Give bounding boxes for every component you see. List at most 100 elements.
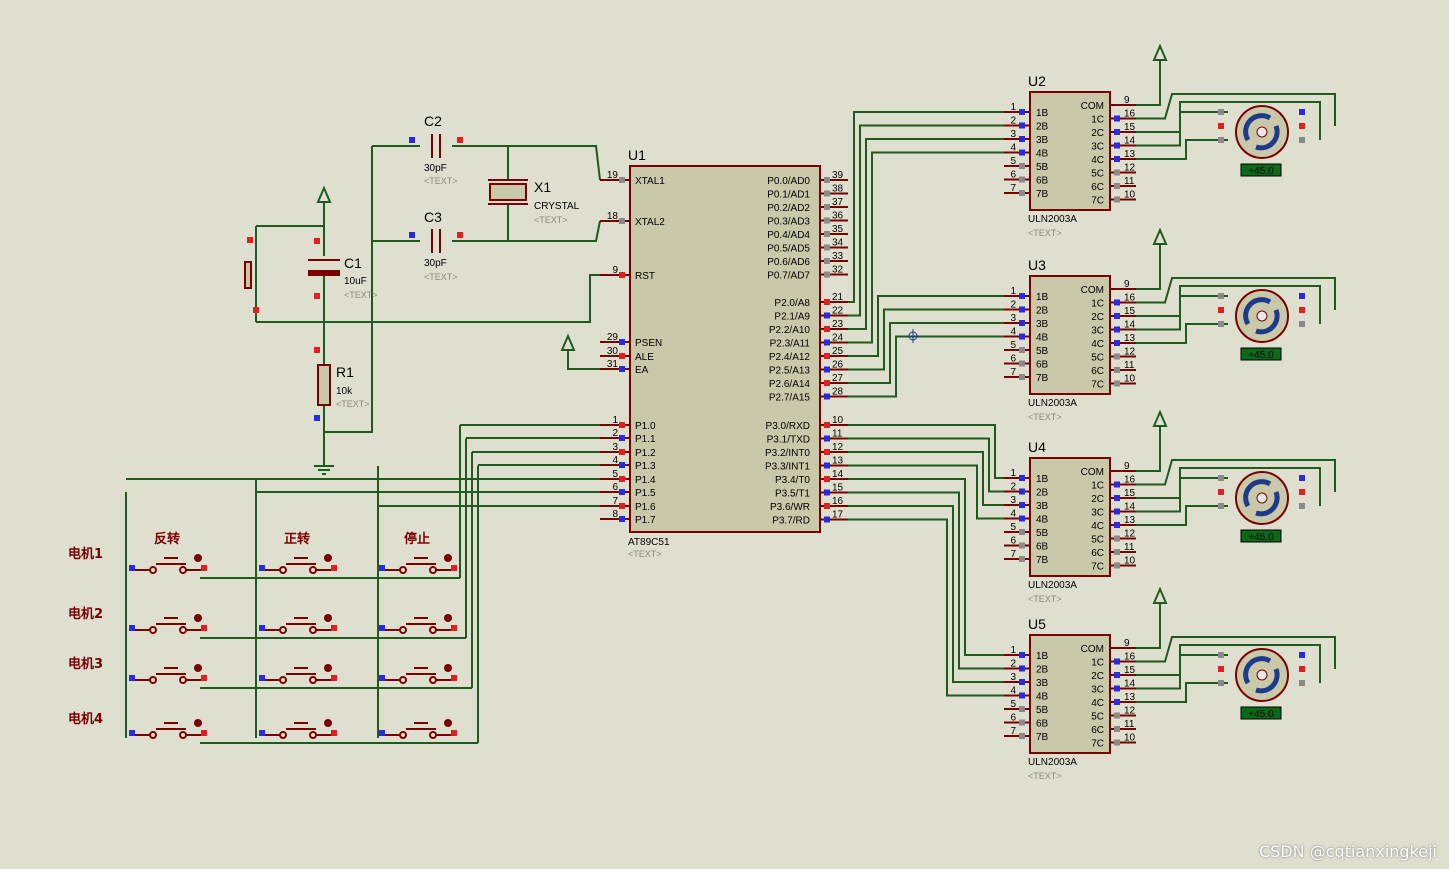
driver-pin-name: 3B <box>1036 135 1049 146</box>
driver-pin-name: 6C <box>1091 548 1104 559</box>
mcu-pin-name: P2.7/A15 <box>769 393 811 404</box>
motor-rotor-icon <box>1255 491 1280 517</box>
keypad-column-label: 停止 <box>404 531 430 547</box>
mcu-pin-name: P1.7 <box>635 515 656 526</box>
r1-value: 10k <box>336 386 353 397</box>
driver-pin-number: 10 <box>1124 556 1136 567</box>
key-contact <box>149 566 157 574</box>
pin-marker <box>457 137 463 143</box>
driver-pin-marker <box>1114 685 1120 692</box>
mcu-pin-number: 29 <box>607 332 619 343</box>
driver-pin-number: 4 <box>1010 686 1016 697</box>
key-contact <box>309 731 317 739</box>
mcu-pin-name: XTAL2 <box>635 217 665 228</box>
p3-to-u4-wire <box>848 437 1004 493</box>
driver-pin-name: 1C <box>1091 481 1104 492</box>
key-pin-marker <box>331 625 337 631</box>
driver-pin-marker <box>1019 320 1025 326</box>
driver-pin-marker <box>1019 719 1025 726</box>
key-contact <box>149 731 157 739</box>
driver-pin-marker <box>1019 692 1025 699</box>
driver-pin-number: 9 <box>1124 638 1130 649</box>
driver-pin-name: 6C <box>1091 725 1104 736</box>
mcu-pin-marker <box>619 272 625 278</box>
mcu-pin-marker <box>824 462 830 469</box>
mcu-pin-marker <box>824 312 830 319</box>
mcu-pin-number: 13 <box>832 456 844 467</box>
mcu-pin-name: P0.3/AD3 <box>767 217 810 228</box>
keypad-row-label: 电机2 <box>68 606 103 622</box>
motor-readout: +45.0 <box>1248 709 1274 720</box>
driver-pin-name: 2C <box>1091 494 1104 505</box>
driver-pin-number: 7 <box>1010 726 1016 737</box>
cap-ground-wire <box>324 146 373 433</box>
key-pin-marker <box>331 565 337 571</box>
key-contact <box>309 626 317 634</box>
key-pin-marker <box>451 565 457 571</box>
wires <box>125 60 1336 744</box>
mcu-pin-number: 35 <box>832 224 844 235</box>
mcu-pin-marker <box>824 503 830 509</box>
pin-marker <box>314 293 320 299</box>
driver-pin-number: 3 <box>1010 495 1016 506</box>
mcu-pin-number: 22 <box>832 306 844 317</box>
key-contact <box>429 676 437 684</box>
p3-to-u5-wire <box>848 518 1004 697</box>
mcu-pin-marker <box>619 177 625 183</box>
driver-pin-name: 3C <box>1091 508 1104 519</box>
key-pin-marker <box>259 675 265 681</box>
pin-marker <box>314 347 320 353</box>
motor-readout-box <box>1240 706 1282 720</box>
driver-pin-marker <box>1019 475 1025 481</box>
driver-pin-number: 11 <box>1124 360 1135 371</box>
driver-pin-name: 3C <box>1091 142 1104 153</box>
mcu-pin-name: P0.4/AD4 <box>767 230 810 241</box>
key-pin-marker <box>451 675 457 681</box>
mcu-pin-marker <box>824 380 830 386</box>
motor-rotor-icon <box>1243 656 1272 685</box>
mcu-pin-name: P2.3/A11 <box>770 339 811 350</box>
motor-pin-marker <box>1218 666 1224 672</box>
driver-text: <TEXT> <box>1028 771 1062 781</box>
ea-wire <box>567 358 600 370</box>
mcu-pin-marker <box>824 271 830 278</box>
driver-body <box>1029 91 1111 211</box>
key-led-icon <box>194 664 202 672</box>
pin-marker <box>253 307 259 313</box>
pin-marker <box>314 238 320 244</box>
motor-readout-box <box>1240 529 1282 543</box>
mcu-pin-number: 4 <box>612 455 618 466</box>
motor-coil-wire <box>1136 139 1228 160</box>
mcu-pin-marker <box>619 422 625 428</box>
driver-pin-marker <box>1114 156 1120 162</box>
key-pin-marker <box>259 565 265 571</box>
driver-pin-marker <box>1114 699 1120 705</box>
motor-pin-marker <box>1218 123 1224 129</box>
key-pin-marker <box>259 730 265 736</box>
driver-pin-marker <box>1019 733 1025 739</box>
driver-pin-name: 2B <box>1036 306 1049 317</box>
driver-pin-name: COM <box>1081 467 1104 478</box>
parts <box>129 43 1305 754</box>
driver-pin-marker <box>1019 665 1025 672</box>
mcu-pin-marker <box>619 462 625 468</box>
mcu-pin-name: P3.1/TXD <box>767 435 810 446</box>
key-contact <box>179 626 187 634</box>
driver-pin-name: 1C <box>1091 115 1104 126</box>
mcu-pin-marker <box>824 393 830 400</box>
driver-pin-name: 2C <box>1091 671 1104 682</box>
driver-pin-marker <box>1114 658 1120 665</box>
key-contact <box>399 731 407 739</box>
driver-pin-name: 5C <box>1091 353 1104 364</box>
driver-pin-marker <box>1019 529 1025 535</box>
p3-to-u4-wire <box>848 464 1004 520</box>
mcu-pin-name: P3.2/INT0 <box>765 448 810 459</box>
mcu-pin-name: EA <box>635 365 649 376</box>
driver-pin-number: 1 <box>1010 645 1016 656</box>
p2-to-u2-wire <box>848 124 1004 317</box>
driver-pin-marker <box>1114 508 1120 515</box>
mcu-pin-marker <box>824 177 830 183</box>
mcu-part: AT89C51 <box>628 537 670 548</box>
mcu-pin-marker <box>619 339 625 345</box>
mcu-pin-number: 21 <box>832 292 844 303</box>
